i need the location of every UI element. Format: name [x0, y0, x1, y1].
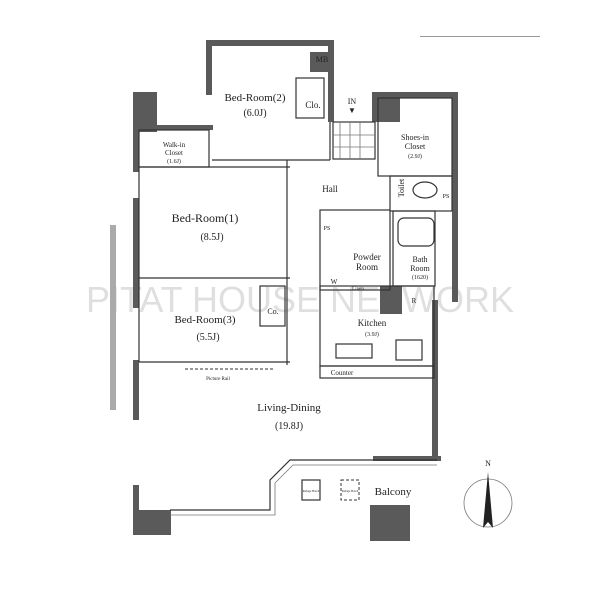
interior-walls — [110, 36, 540, 516]
walkin-label-2: Closet — [165, 149, 183, 157]
north-label: N — [485, 459, 491, 468]
powder-label-2: Room — [356, 262, 378, 272]
kitchen-label: Kitchen — [358, 318, 387, 328]
entry-arrow-icon: ▼ — [348, 106, 356, 115]
shoes-label-1: Shoes-in — [401, 133, 429, 142]
bedroom2-size: (6.0J) — [243, 108, 266, 119]
bedroom3-size: (5.5J) — [196, 332, 219, 343]
ps-label-toilet: PS — [443, 194, 450, 200]
bath-label-1: Bath — [412, 255, 427, 264]
picture-rail-label: Picture Rail — [206, 377, 230, 382]
watermark: PITAT HOUSE NETWORK — [86, 279, 514, 320]
living-size: (19.8J) — [275, 421, 303, 432]
linen-label: Linen — [352, 287, 364, 292]
refuge-hatch-1 — [301, 479, 321, 501]
refuge-hatch-1-label: Refuge Hatch — [303, 489, 320, 493]
walkin-size: (1.6J) — [167, 158, 181, 165]
balcony-label: Balcony — [375, 486, 412, 498]
bath-label-2: Room — [410, 264, 430, 273]
kitchen-size: (3.9J) — [365, 331, 379, 338]
living-label: Living-Dining — [257, 402, 321, 414]
mb-label: MB — [316, 55, 328, 64]
walls — [133, 40, 458, 541]
refuge-hatch-2-label: Refuge Hatch — [342, 489, 359, 493]
bedroom1-size: (8.5J) — [200, 232, 223, 243]
bedroom1-label: Bed-Room(1) — [172, 211, 239, 225]
toilet-label: Toilet — [397, 178, 406, 197]
washer-label: W — [331, 278, 338, 286]
shoes-label-2: Closet — [405, 142, 426, 151]
walkin-label-1: Walk-in — [163, 141, 186, 149]
closet-label: Clo. — [305, 100, 320, 110]
north-arrow-icon — [483, 472, 493, 528]
shoes-size: (2.9J) — [408, 153, 422, 160]
bedroom3-label: Bed-Room(3) — [174, 314, 235, 326]
bedroom2-label: Bed-Room(2) — [224, 92, 285, 104]
powder-label-1: Powder — [353, 252, 381, 262]
bath-size: (1620) — [412, 274, 428, 281]
closet3-label: Co. — [267, 307, 278, 316]
ps-label-powder: PS — [324, 226, 331, 232]
refuge-hatch-2 — [340, 479, 360, 501]
counter-label: Counter — [331, 369, 354, 377]
entry-label: IN — [348, 97, 357, 106]
fridge-label: R — [412, 297, 417, 305]
hall-label: Hall — [322, 184, 338, 194]
north-compass: N — [463, 459, 513, 528]
